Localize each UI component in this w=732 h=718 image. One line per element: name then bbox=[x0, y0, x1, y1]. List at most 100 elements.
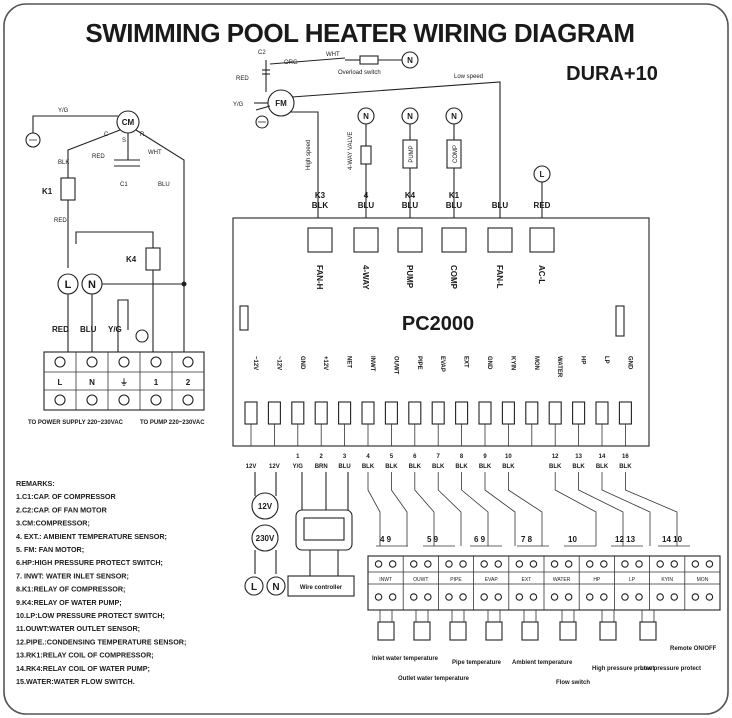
valve-neutral-label: N bbox=[363, 112, 369, 121]
terminal-screw-icon bbox=[374, 593, 383, 601]
input-connector-label: HP bbox=[580, 356, 586, 364]
remark-line: REMARKS: bbox=[16, 479, 55, 488]
terminal-screw-icon bbox=[445, 593, 453, 601]
output-connector-label: PUMP bbox=[405, 265, 414, 289]
comp-wire-blu: BLU bbox=[158, 182, 170, 188]
remark-line: 1.C1:CAP. OF COMPRESSOR bbox=[16, 492, 117, 501]
input-connector-label: WATER bbox=[556, 356, 562, 378]
power-n-label: N bbox=[88, 279, 96, 291]
remark-line: 14.RK4:RELAY COIL OF WATER PUMP; bbox=[16, 664, 150, 673]
terminal-screw-icon bbox=[635, 593, 643, 601]
sensor-group-label: 7 8 bbox=[521, 535, 533, 544]
terminal-screw-icon bbox=[118, 394, 130, 406]
terminal-screw-icon bbox=[86, 356, 98, 368]
terminal-screw-icon bbox=[550, 593, 559, 601]
terminal-screw-icon bbox=[182, 394, 194, 406]
input-pin-number: 9 bbox=[483, 454, 487, 460]
power-terminal-label: ⏚ bbox=[120, 378, 128, 387]
remark-line: 15.WATER:WATER FLOW SWITCH. bbox=[16, 677, 135, 686]
output-connector-4-way bbox=[353, 227, 379, 253]
sensor-terminal-label: KYIN bbox=[661, 577, 673, 583]
terminal-screw-icon bbox=[691, 593, 700, 601]
input-connector bbox=[384, 401, 398, 425]
pump-relay-label: PUMP bbox=[409, 145, 415, 162]
output-color-pump: BLU bbox=[402, 201, 419, 210]
sensor-probe-icon bbox=[599, 621, 617, 641]
sensor-group-label: 4 9 bbox=[380, 535, 392, 544]
input-connector-label: LP bbox=[603, 356, 609, 364]
comp-relay-label: COMP bbox=[453, 145, 459, 163]
low-speed-label: Low speed bbox=[454, 74, 483, 80]
output-connector-label: AC-L bbox=[537, 265, 546, 284]
wire-controller-label: Wire controller bbox=[300, 585, 343, 591]
high-speed-label: High speed bbox=[306, 140, 312, 170]
remark-line: 5. FM: FAN MOTOR; bbox=[16, 545, 84, 554]
wire-controller-box bbox=[287, 575, 355, 597]
input-connector bbox=[478, 401, 492, 425]
power-terminal-label: 1 bbox=[154, 378, 159, 387]
output-pin-comp: K1 bbox=[449, 191, 460, 200]
terminal-screw-icon bbox=[480, 593, 488, 601]
remark-line: 3.CM:COMPRESSOR; bbox=[16, 519, 90, 528]
terminal-screw-icon bbox=[705, 560, 714, 568]
sensor-probe-icon bbox=[559, 621, 577, 641]
input-connector-label: ~12V bbox=[275, 356, 281, 370]
input-connector-label: KYIN bbox=[509, 356, 515, 370]
input-pin-color: 12V bbox=[246, 464, 257, 470]
input-connector bbox=[548, 401, 562, 425]
terminal-screw-icon bbox=[564, 593, 573, 601]
input-pin-number: 6 bbox=[413, 454, 417, 460]
terminal-screw-icon bbox=[54, 356, 66, 368]
caption-inlet: Inlet water temperature bbox=[372, 656, 439, 662]
four-way-valve-coil bbox=[360, 145, 372, 165]
terminal-screw-icon bbox=[529, 560, 538, 568]
input-pin-number: 13 bbox=[575, 454, 582, 460]
terminal-screw-icon bbox=[564, 560, 573, 568]
output-connector-pump bbox=[397, 227, 423, 253]
caption-lp: Low pressure protect bbox=[640, 666, 701, 672]
caption-pipe: Pipe temperature bbox=[452, 660, 502, 666]
input-connector-label: GND bbox=[299, 356, 305, 370]
sensor-probe-icon bbox=[521, 621, 539, 641]
terminal-screw-icon bbox=[670, 560, 678, 568]
sensor-probe-icon bbox=[377, 621, 395, 641]
output-connector-label: FAN-L bbox=[495, 265, 504, 289]
input-pin-number: 7 bbox=[437, 454, 441, 460]
terminal-screw-icon bbox=[150, 356, 162, 368]
terminal-screw-icon bbox=[388, 560, 397, 568]
input-pin-number: 12 bbox=[552, 454, 559, 460]
power-terminal-label: 2 bbox=[186, 378, 191, 387]
pump-neutral-label: N bbox=[407, 112, 413, 121]
input-pin-number: 5 bbox=[390, 454, 394, 460]
k1-relay-label: K1 bbox=[42, 187, 53, 196]
input-pin-number: 8 bbox=[460, 454, 464, 460]
input-connector bbox=[595, 401, 609, 425]
input-connector bbox=[501, 401, 515, 425]
input-pin-color: BLU bbox=[338, 464, 350, 470]
k4-relay-contact bbox=[145, 247, 161, 271]
terminal-screw-icon bbox=[182, 356, 194, 368]
terminal-screw-icon bbox=[515, 560, 524, 568]
caption-ambient: Ambient temperature bbox=[512, 660, 573, 666]
remark-line: 10.LP:LOW PRESSURE PROTECT SWITCH; bbox=[16, 611, 165, 620]
transformer-12v-label: 12V bbox=[258, 502, 273, 511]
input-connector-label: EVAP bbox=[439, 356, 445, 372]
input-connector-label: GND bbox=[486, 356, 492, 370]
four-way-valve-label: 4-WAY VALVE bbox=[348, 132, 354, 170]
input-connector-label: OUWT bbox=[392, 356, 398, 375]
sensor-terminal-label: MON bbox=[697, 577, 709, 583]
power-terminal-label: L bbox=[58, 378, 63, 387]
terminal-screw-icon bbox=[670, 593, 678, 601]
k1-relay-contact bbox=[60, 177, 76, 201]
input-pin-color: BLK bbox=[385, 464, 398, 470]
input-connector bbox=[361, 401, 375, 425]
input-pin-color: BLK bbox=[502, 464, 515, 470]
comp-neutral-label: N bbox=[451, 112, 457, 121]
sensor-probe-icon bbox=[413, 621, 431, 641]
compressor-label: CM bbox=[122, 118, 135, 127]
sensor-terminal-label: LP bbox=[629, 577, 636, 583]
input-pin-number: 14 bbox=[599, 454, 606, 460]
comp-wire-wht: WHT bbox=[148, 150, 162, 156]
